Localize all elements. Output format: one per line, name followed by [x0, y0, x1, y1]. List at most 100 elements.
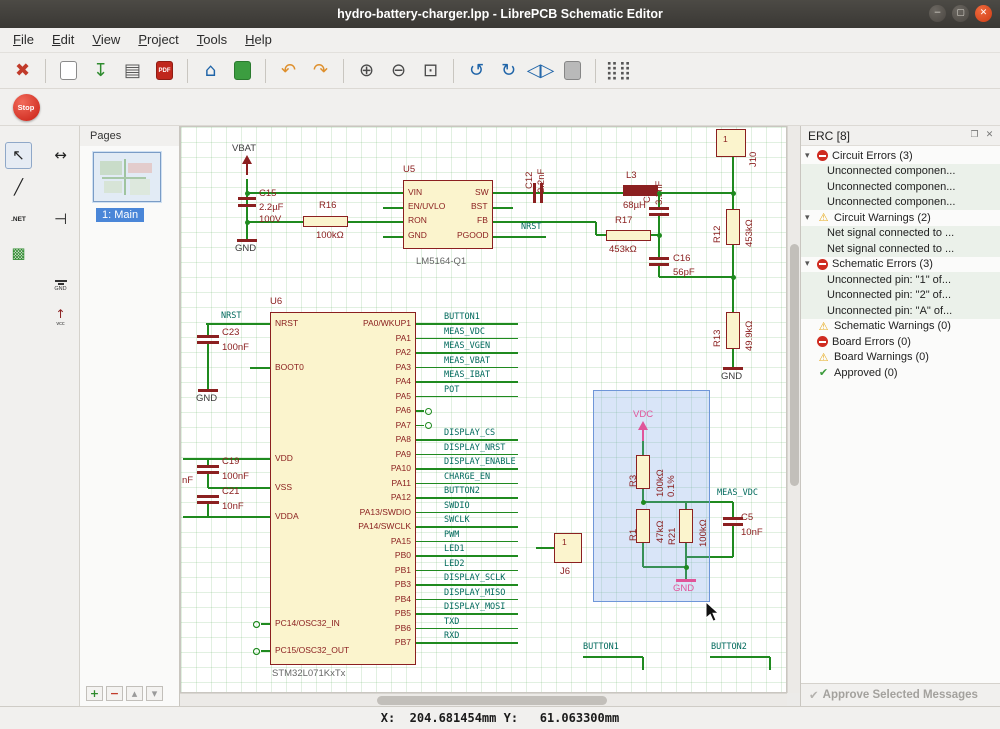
erc-category[interactable]: ⚠Board Warnings (0) — [801, 350, 1000, 366]
component-body[interactable] — [716, 129, 746, 157]
wire[interactable] — [416, 367, 518, 369]
add-page-button[interactable]: + — [86, 686, 103, 701]
wire[interactable] — [250, 458, 270, 460]
wire[interactable] — [493, 207, 513, 209]
wire[interactable] — [732, 502, 734, 517]
wire[interactable] — [642, 657, 644, 670]
delete-icon[interactable] — [558, 56, 587, 85]
schematic-canvas[interactable]: VBATC152.2µF100VGNDR16100kΩU5LM5164-Q1VI… — [180, 126, 787, 693]
erc-message[interactable]: Unconnected componen... — [801, 179, 1000, 195]
page-list-item-main[interactable]: 1: Main — [96, 208, 144, 222]
board-editor-icon[interactable] — [228, 56, 257, 85]
wire[interactable] — [348, 221, 403, 223]
wire[interactable] — [416, 396, 518, 398]
wire[interactable] — [769, 657, 771, 670]
wire[interactable] — [493, 236, 546, 238]
erc-category[interactable]: ▾Circuit Errors (3) — [801, 148, 1000, 164]
new-sheet-icon[interactable] — [54, 56, 83, 85]
wire[interactable] — [416, 526, 518, 528]
close-project-icon[interactable]: ✖ — [8, 56, 37, 85]
component-body[interactable] — [303, 216, 348, 227]
menu-file[interactable]: File — [4, 28, 43, 52]
wire[interactable] — [416, 512, 518, 514]
wire[interactable] — [416, 425, 424, 427]
wire[interactable] — [416, 323, 518, 325]
horizontal-scrollbar-thumb[interactable] — [377, 696, 607, 705]
erc-message[interactable]: Unconnected componen... — [801, 195, 1000, 211]
gnd-tool[interactable]: GND — [47, 272, 74, 299]
redo-icon[interactable]: ↷ — [306, 56, 335, 85]
erc-category[interactable]: ⚠Schematic Warnings (0) — [801, 319, 1000, 335]
title-bar[interactable]: hydro-battery-charger.lpp - LibrePCB Sch… — [0, 0, 1000, 28]
wire[interactable] — [596, 234, 606, 236]
wire[interactable] — [583, 656, 643, 658]
wire[interactable] — [261, 623, 270, 625]
close-panel-icon[interactable]: ✕ — [983, 129, 996, 142]
erc-category[interactable]: ▾⚠Circuit Warnings (2) — [801, 210, 1000, 226]
wire[interactable] — [659, 276, 733, 278]
wire[interactable] — [493, 192, 733, 194]
wire[interactable] — [246, 179, 248, 239]
grid-icon[interactable]: ⣿⣿ — [604, 56, 633, 85]
component-tool[interactable]: ▩ — [5, 240, 32, 267]
move-page-up-button[interactable]: ▴ — [126, 686, 143, 701]
wire[interactable] — [732, 349, 734, 367]
wire[interactable] — [416, 599, 518, 601]
wire[interactable] — [207, 504, 209, 517]
wire[interactable] — [416, 570, 518, 572]
undo-icon[interactable]: ↶ — [274, 56, 303, 85]
wire[interactable] — [250, 367, 270, 369]
zoom-out-icon[interactable]: ⊖ — [384, 56, 413, 85]
erc-category[interactable]: Board Errors (0) — [801, 334, 1000, 350]
component-body[interactable] — [726, 312, 740, 349]
wire-tool[interactable]: ╱ — [5, 174, 32, 201]
erc-message[interactable]: Unconnected pin: "2" of... — [801, 288, 1000, 304]
wire[interactable] — [250, 516, 270, 518]
wire[interactable] — [732, 526, 734, 557]
menu-help[interactable]: Help — [236, 28, 281, 52]
wire[interactable] — [250, 487, 270, 489]
wire[interactable] — [416, 381, 518, 383]
wire[interactable] — [383, 236, 403, 238]
wire[interactable] — [250, 323, 270, 325]
wire[interactable] — [416, 541, 518, 543]
wire[interactable] — [416, 628, 518, 630]
float-panel-icon[interactable]: ❐ — [968, 129, 981, 142]
vertical-scrollbar[interactable] — [787, 126, 800, 693]
menu-tools[interactable]: Tools — [188, 28, 236, 52]
menu-view[interactable]: View — [83, 28, 129, 52]
wire[interactable] — [416, 613, 518, 615]
erc-message[interactable]: Unconnected pin: "1" of... — [801, 272, 1000, 288]
wire[interactable] — [416, 584, 518, 586]
minimize-button[interactable]: − — [929, 5, 946, 22]
erc-category[interactable]: ▾Schematic Errors (3) — [801, 257, 1000, 273]
remove-page-button[interactable]: − — [106, 686, 123, 701]
approve-selected-button[interactable]: ✔ Approve Selected Messages — [801, 683, 1000, 706]
vcc-tool[interactable]: ↑vcc — [47, 304, 74, 331]
wire[interactable] — [416, 497, 518, 499]
pin-tool[interactable]: ⊣ — [47, 206, 74, 233]
menu-project[interactable]: Project — [129, 28, 187, 52]
component-body[interactable] — [679, 509, 693, 543]
move-page-down-button[interactable]: ▾ — [146, 686, 163, 701]
save-icon[interactable]: ↧ — [86, 56, 115, 85]
wire[interactable] — [658, 235, 660, 257]
wire[interactable] — [710, 656, 770, 658]
rotate-cw-icon[interactable]: ↻ — [494, 56, 523, 85]
stop-button[interactable]: Stop — [10, 92, 42, 122]
zoom-in-icon[interactable]: ⊕ — [352, 56, 381, 85]
control-panel-icon[interactable]: ⌂ — [196, 56, 225, 85]
selection-box[interactable] — [593, 390, 710, 602]
wire[interactable] — [416, 642, 518, 644]
erc-message[interactable]: Unconnected pin: "A" of... — [801, 303, 1000, 319]
wire[interactable] — [416, 555, 518, 557]
component-body[interactable] — [554, 533, 582, 563]
wire[interactable] — [207, 324, 209, 335]
rotate-ccw-icon[interactable]: ↺ — [462, 56, 491, 85]
component-body[interactable] — [726, 209, 740, 245]
zoom-fit-icon[interactable]: ⊡ — [416, 56, 445, 85]
wire[interactable] — [416, 410, 424, 412]
erc-message[interactable]: Net signal connected to ... — [801, 226, 1000, 242]
wire[interactable] — [383, 207, 403, 209]
mirror-icon[interactable]: ◁▷ — [526, 56, 555, 85]
